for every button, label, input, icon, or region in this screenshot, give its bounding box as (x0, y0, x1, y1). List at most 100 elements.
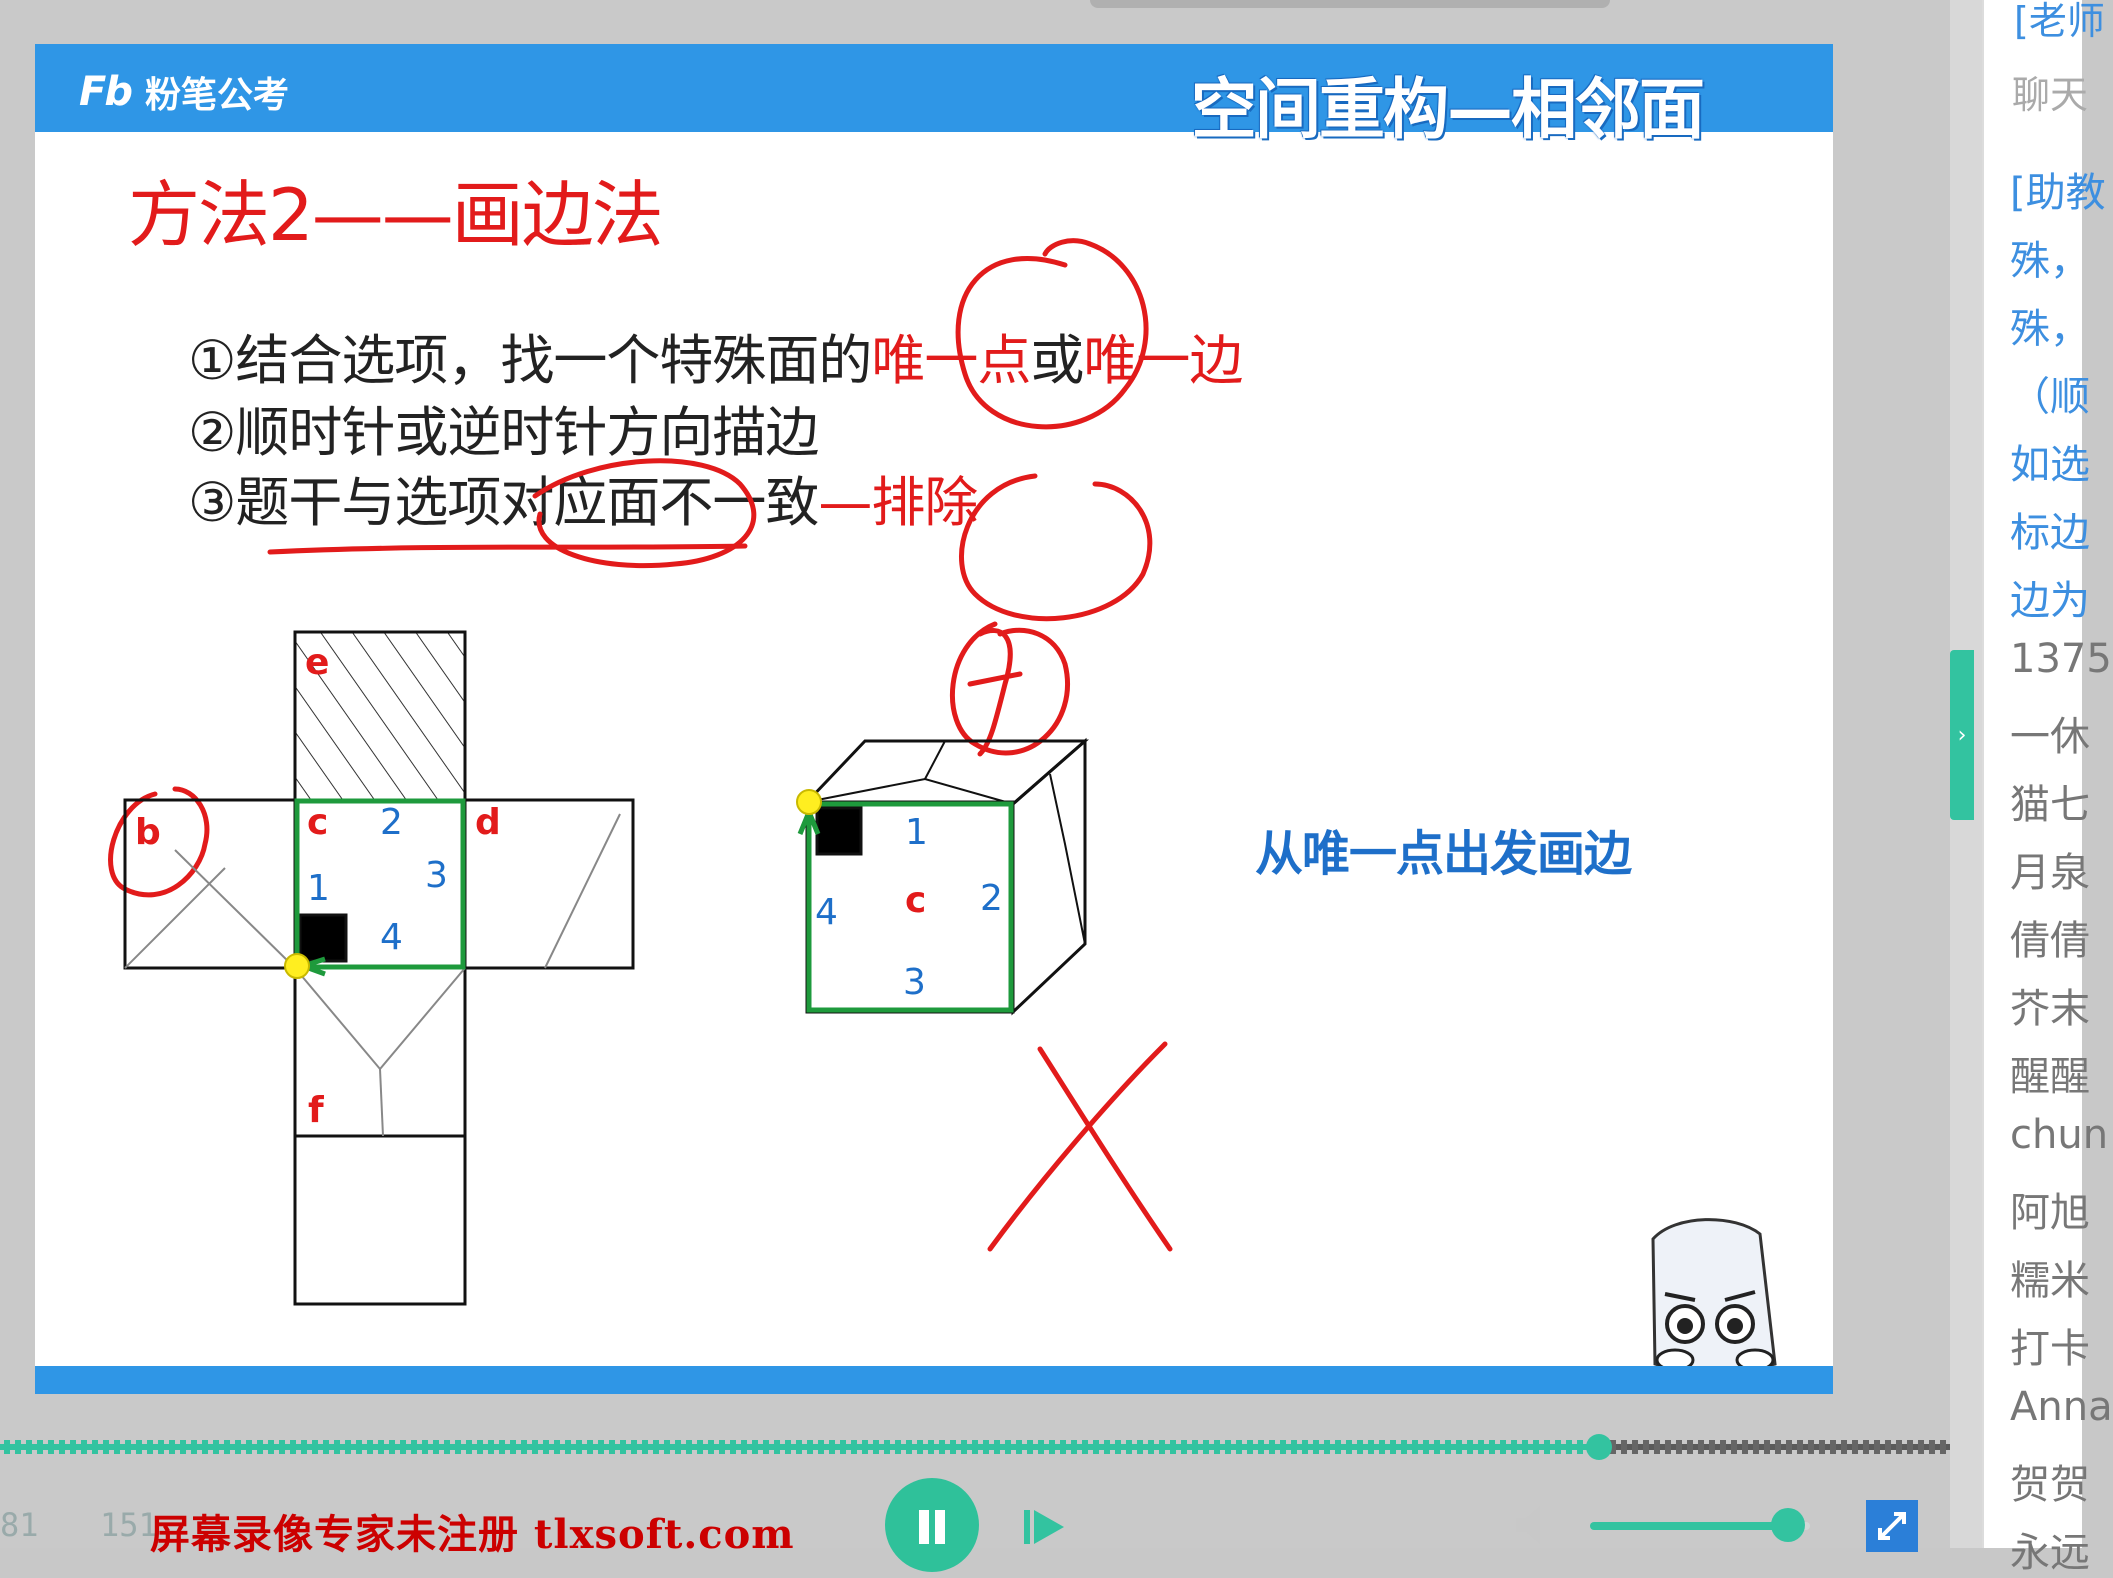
progress-tick (1764, 1440, 1770, 1454)
black-corner-net (298, 913, 348, 963)
volume-icon[interactable] (1510, 1500, 1560, 1550)
progress-tick (1643, 1440, 1649, 1454)
slide-footer (35, 1366, 1833, 1394)
progress-tick (1687, 1440, 1693, 1454)
cube-edge-4: 4 (815, 892, 838, 933)
circle-b (108, 786, 210, 898)
chat-message: 标边 (2010, 510, 2090, 556)
progress-tick (1742, 1440, 1748, 1454)
mascot-character (1651, 1218, 1777, 1373)
cube-label-c: c (905, 880, 926, 921)
face-e (293, 630, 467, 802)
chat-collapse-button[interactable]: › (1950, 650, 1974, 820)
chat-message: Anna (2010, 1384, 2113, 1430)
cube-edge-1: 1 (905, 812, 928, 853)
chat-message: 芥末 (2010, 986, 2090, 1032)
chat-message: 糯米 (2010, 1258, 2090, 1304)
progress-tick (1940, 1440, 1946, 1454)
green-outline-net (294, 798, 466, 970)
progress-tick (1632, 1440, 1638, 1454)
chevron-right-icon: › (1957, 722, 1967, 748)
chat-message: 永远 (2010, 1530, 2090, 1576)
chat-message: [助教 (2010, 170, 2106, 216)
label-c: c (307, 802, 328, 843)
recorder-watermark: 屏幕录像专家未注册 tlxsoft.com (150, 1511, 795, 1558)
progress-tick (1819, 1440, 1825, 1454)
progress-tick (1830, 1440, 1836, 1454)
circle-unique-point (955, 238, 1149, 430)
circle-f (949, 621, 1070, 756)
progress-bar[interactable] (0, 1434, 1950, 1460)
progress-tick (1654, 1440, 1660, 1454)
method-title: 方法2——画边法 (128, 173, 664, 257)
time-total: 151 (100, 1506, 158, 1544)
yellow-point-net (284, 953, 310, 979)
chat-message: 1375 (2010, 636, 2112, 682)
progress-tick (1621, 1440, 1627, 1454)
expand-icon (1878, 1512, 1906, 1540)
cube-option (796, 737, 1089, 1016)
green-outline-cube (806, 801, 1014, 1013)
window-shadow (1090, 0, 1610, 8)
progress-tick (1808, 1440, 1814, 1454)
step-3-text: ③题干与选项对应面不一致 (188, 471, 819, 534)
chat-message: （顺 (2010, 374, 2090, 420)
circle-exclude (959, 473, 1153, 622)
volume-knob[interactable] (1771, 1508, 1805, 1542)
label-b: b (135, 812, 161, 853)
progress-tick (1841, 1440, 1847, 1454)
time-current: 81 (0, 1506, 39, 1544)
progress-tick (1874, 1440, 1880, 1454)
progress-tick (1665, 1440, 1671, 1454)
chat-message: 阿旭 (2010, 1190, 2090, 1236)
progress-tick (1907, 1440, 1913, 1454)
step-2-text: ②顺时针或逆时针方向描边 (188, 401, 819, 464)
net-edge-4: 4 (380, 917, 403, 958)
brand-mark: Fb (79, 69, 133, 115)
chat-message: 殊， (2010, 306, 2090, 352)
progress-knob[interactable] (1586, 1434, 1612, 1460)
chat-message: 打卡 (2010, 1326, 2090, 1372)
underline-step-3 (267, 543, 748, 555)
red-handwriting (108, 238, 1173, 1252)
volume-slider[interactable] (1590, 1522, 1810, 1530)
chat-message: 猫七 (2010, 782, 2090, 828)
cube-side (1011, 737, 1087, 1016)
slide-drawing: e b c d f 1 2 3 4 c 1 2 3 (108, 238, 1777, 1373)
handwritten-f (967, 628, 1023, 757)
chat-top-text: [老师 (2014, 0, 2105, 43)
chat-tab-label[interactable]: 聊天 (2012, 73, 2089, 117)
chat-message: 殊， (2010, 238, 2090, 284)
progress-tick (1918, 1440, 1924, 1454)
next-button[interactable] (1020, 1502, 1070, 1552)
chat-message: 如选 (2010, 442, 2090, 488)
yellow-point-cube (796, 789, 822, 815)
fullscreen-button[interactable] (1866, 1500, 1918, 1552)
step-1: ①结合选项，找一个特殊面的唯一点或唯一边 (188, 316, 1243, 395)
step-3-exclude: —排除 (818, 471, 978, 534)
step-1-or: 或 (1030, 329, 1084, 392)
progress-tick (1709, 1440, 1715, 1454)
net-edge-1: 1 (307, 868, 330, 909)
progress-tick (1863, 1440, 1869, 1454)
slide-header: Fb 粉笔公考 空间重构—相邻面 (35, 44, 1833, 148)
cube-net (123, 630, 635, 1306)
presentation-slide: Fb 粉笔公考 空间重构—相邻面 方法2——画边法 ①结合选项，找一个特殊面的唯… (35, 44, 1833, 1394)
pause-icon (919, 1510, 929, 1544)
annotation-text: 从唯一点出发画边 (1255, 826, 1632, 882)
chat-message: 边为 (2010, 578, 2090, 624)
progress-tick (1775, 1440, 1781, 1454)
step-1-highlight-point: 唯一点 (871, 329, 1031, 392)
pause-button[interactable] (885, 1478, 979, 1572)
label-e: e (305, 642, 329, 683)
face-bottom (293, 1134, 467, 1306)
slide-title: 空间重构—相邻面 (1191, 71, 1705, 148)
progress-tick (1753, 1440, 1759, 1454)
black-corner-cube (815, 806, 863, 856)
chat-message: chun (2010, 1112, 2109, 1158)
cube-edge-2: 2 (980, 878, 1003, 919)
pause-icon-bar (935, 1510, 945, 1544)
progress-tick (1896, 1440, 1902, 1454)
progress-tick (1797, 1440, 1803, 1454)
